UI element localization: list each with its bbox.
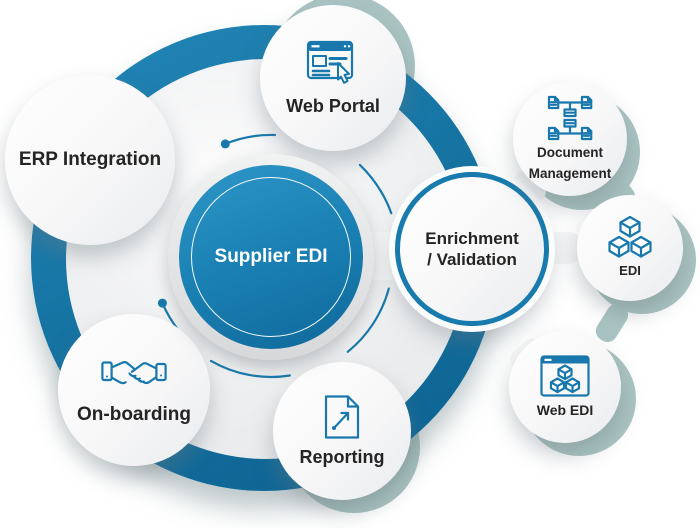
cubes-icon <box>607 216 653 258</box>
arc-dot-bottom-left <box>157 298 167 308</box>
node-web-portal: Web Portal <box>260 5 406 151</box>
browser-cubes-icon <box>540 355 590 397</box>
reporting-label: Reporting <box>299 446 385 467</box>
supplier-edi-label: Supplier EDI <box>214 246 328 268</box>
node-reporting: Reporting <box>273 362 411 500</box>
node-supplier-edi: Supplier EDI <box>179 165 363 349</box>
arc-top-left <box>224 133 277 145</box>
on-boarding-label: On-boarding <box>77 403 191 425</box>
document-management-label-line2: Management <box>528 166 612 181</box>
web-portal-label: Web Portal <box>286 95 380 116</box>
node-enrichment-validation: Enrichment / Validation <box>395 172 549 326</box>
node-web-edi: Web EDI <box>509 331 621 443</box>
node-on-boarding: On-boarding <box>58 314 210 466</box>
handshake-icon <box>101 354 167 396</box>
arc-top-right <box>358 163 393 215</box>
edi-label: EDI <box>619 263 641 279</box>
document-network-icon <box>544 95 596 141</box>
browser-cursor-icon <box>305 39 361 89</box>
web-edi-label: Web EDI <box>536 401 594 418</box>
node-erp-integration: ERP Integration <box>5 75 175 245</box>
document-arrow-icon <box>323 394 361 440</box>
node-edi: EDI <box>577 195 683 301</box>
arc-bottom-right <box>346 287 390 353</box>
document-management-label-line1: Document <box>536 145 603 161</box>
erp-integration-label: ERP Integration <box>18 149 162 171</box>
arc-dot-top-left <box>220 139 230 149</box>
node-document-management: Document Management <box>513 82 627 196</box>
arc-bottom <box>209 359 291 379</box>
enrichment-label-line1: Enrichment <box>425 228 519 248</box>
enrichment-label-line2: / Validation <box>427 250 517 269</box>
